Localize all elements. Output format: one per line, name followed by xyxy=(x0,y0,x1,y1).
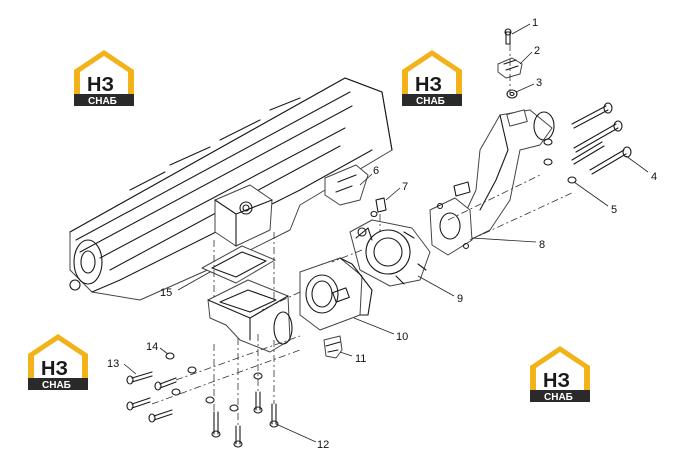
watermark-logo-bottom-left: НЗ СНАБ xyxy=(28,334,88,391)
pipe-part-8 xyxy=(429,109,555,256)
elbow-adapter xyxy=(207,279,293,353)
callout-5: 5 xyxy=(611,204,617,216)
throttle-body-part-10 xyxy=(299,257,373,331)
callout-4: 4 xyxy=(651,171,657,183)
watermark-logo-top-center: НЗ СНАБ xyxy=(402,50,462,107)
logo-label: СНАБ xyxy=(42,380,71,391)
bolts-part-4 xyxy=(571,102,632,175)
assembly-axes xyxy=(151,44,575,426)
logo-label: СНАБ xyxy=(416,96,445,107)
watermark-logo-bottom-right: НЗ СНАБ xyxy=(530,346,590,403)
callout-1: 1 xyxy=(532,17,538,29)
sensor-part-2 xyxy=(497,57,523,79)
callout-3: 3 xyxy=(536,77,542,89)
callout-labels: 1 2 3 4 5 6 7 8 9 10 11 12 13 14 15 xyxy=(107,17,657,451)
logo-mark: НЗ xyxy=(87,74,114,96)
callout-6: 6 xyxy=(373,165,379,177)
nuts-part-5 xyxy=(543,138,577,184)
leader-lines xyxy=(123,23,649,443)
watermark-logo-top-left: НЗ СНАБ xyxy=(74,50,134,107)
callout-7: 7 xyxy=(402,181,408,193)
valve-housing-part-9 xyxy=(349,219,431,287)
logo-mark: НЗ xyxy=(41,358,68,380)
screw-part-7 xyxy=(370,197,387,218)
washer-part-3 xyxy=(506,89,518,99)
intake-manifold xyxy=(69,77,393,301)
logo-label: СНАБ xyxy=(88,96,117,107)
callout-14: 14 xyxy=(146,341,158,353)
gasket-part-15 xyxy=(201,245,276,284)
logo-mark: НЗ xyxy=(543,370,570,392)
callout-8: 8 xyxy=(539,239,545,251)
callout-13: 13 xyxy=(107,358,119,370)
callout-2: 2 xyxy=(534,45,540,57)
callout-12: 12 xyxy=(317,439,329,451)
callout-10: 10 xyxy=(396,331,408,343)
callout-15: 15 xyxy=(160,287,172,299)
callout-9: 9 xyxy=(457,293,463,305)
callout-11: 11 xyxy=(355,353,366,365)
fitting-part-11 xyxy=(323,335,343,359)
bolts-part-13 xyxy=(126,371,177,423)
screw-part-1 xyxy=(504,28,512,45)
logo-mark: НЗ xyxy=(415,74,442,96)
logo-label: СНАБ xyxy=(544,392,573,403)
bolts-part-12 xyxy=(211,391,279,448)
